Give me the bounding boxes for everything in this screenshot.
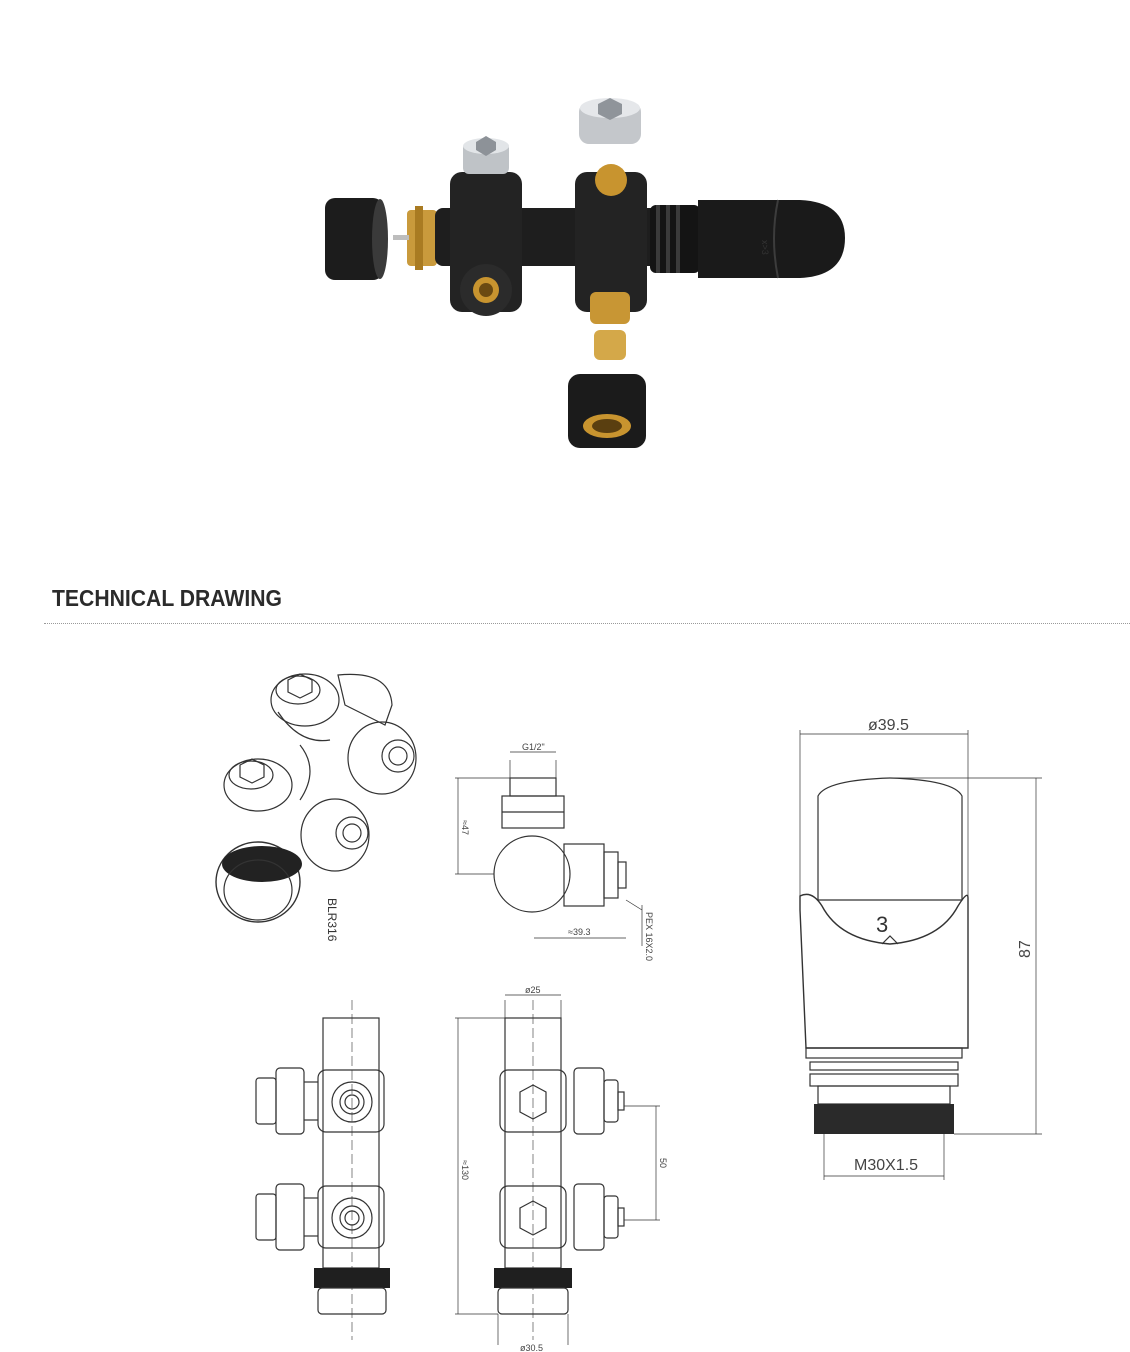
- head-thread: M30X1.5: [854, 1157, 918, 1174]
- head-height: 87: [1017, 940, 1034, 958]
- brass-olive: [590, 292, 630, 360]
- model-code: BLR316: [325, 898, 339, 942]
- dim-diameter-bottom: ø30.5: [520, 1343, 543, 1352]
- head-view: 3 ø39.5 87 M30X1.5: [799, 717, 1042, 1180]
- thermostatic-head: x>3: [650, 199, 845, 279]
- technical-drawing: BLR316 G1/2" ≈47 ≈39.3 PEX 16X2.0: [215, 673, 1042, 1352]
- dim-height-left: ≈47: [460, 820, 470, 835]
- bottom-nut: [568, 374, 646, 448]
- side-view: G1/2" ≈47 ≈39.3 PEX 16X2.0: [455, 742, 654, 961]
- silver-fitting-left: [463, 136, 509, 174]
- rear-view: ø25 ≈130 50 ø30.5: [455, 985, 668, 1352]
- dim-diameter-top: ø25: [525, 985, 541, 995]
- front-view: [255, 1000, 390, 1340]
- silver-fitting-right: [579, 98, 641, 144]
- dim-width: ≈39.3: [568, 927, 590, 937]
- section-divider: [44, 623, 1130, 624]
- dim-pex: PEX 16X2.0: [644, 912, 654, 961]
- isometric-view: BLR316: [215, 673, 417, 942]
- brass-insert: [393, 206, 437, 270]
- thread-label-top: G1/2": [522, 742, 545, 752]
- knob-marks: x>3: [760, 240, 770, 255]
- left-cap: [325, 198, 388, 280]
- dim-total-height: ≈130: [460, 1160, 470, 1180]
- valve-body: [435, 172, 675, 316]
- dim-spacing: 50: [658, 1158, 668, 1168]
- product-photo: x>3: [325, 98, 845, 448]
- head-diameter: ø39.5: [868, 717, 909, 734]
- head-number: 3: [876, 912, 888, 937]
- section-title: TECHNICAL DRAWING: [52, 585, 283, 611]
